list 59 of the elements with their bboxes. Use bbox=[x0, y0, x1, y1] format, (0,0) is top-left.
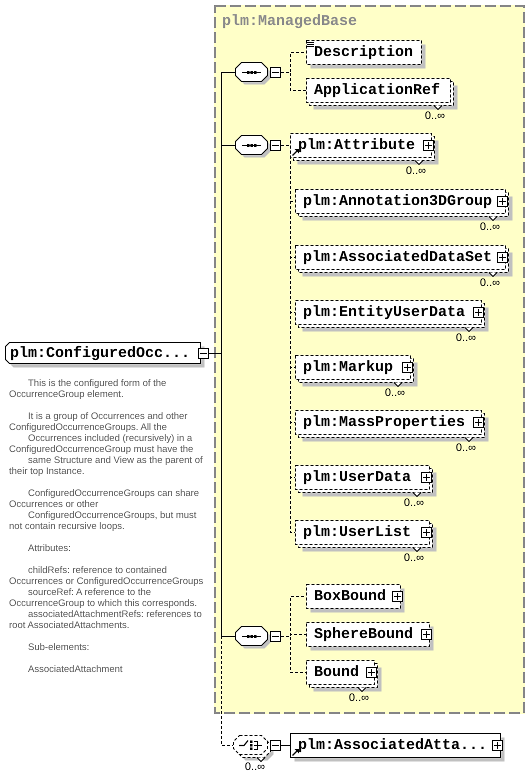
sequence-compositor bbox=[235, 626, 281, 651]
element-name: SphereBound bbox=[314, 627, 414, 642]
element-box bbox=[306, 584, 405, 613]
element-name: Description bbox=[314, 45, 414, 60]
element-name: plm:MassProperties bbox=[303, 415, 466, 430]
description-text: This is the configured form of the OccurrenceGroup element. bbox=[9, 378, 168, 400]
description-text: Attributes: bbox=[27, 543, 72, 554]
element-box bbox=[306, 78, 458, 110]
element-box bbox=[5, 342, 209, 368]
element-box bbox=[295, 189, 513, 221]
element-box bbox=[306, 40, 426, 69]
group-box bbox=[214, 5, 525, 714]
description-text: Sub-elements: bbox=[27, 642, 90, 653]
multiplicity-label: 0..∞ bbox=[480, 222, 500, 233]
element-name: plm:EntityUserData bbox=[303, 305, 466, 320]
sequence-compositor bbox=[235, 135, 281, 160]
description-text: It is a group of Occurrences and other ConfiguredOccurrenceGroups. All the bbox=[9, 411, 188, 433]
element-name: plm:AssociatedAtta... bbox=[298, 738, 488, 753]
group-title: plm:ManagedBase bbox=[222, 14, 358, 29]
multiplicity-label: 0..∞ bbox=[404, 553, 424, 564]
element-name: plm:UserData bbox=[303, 470, 412, 485]
multiplicity-label: 0..∞ bbox=[384, 388, 405, 399]
multiplicity-label: 0..∞ bbox=[480, 278, 500, 289]
description-text: associatedAttachmentRefs: references to root AssociatedAttachments. bbox=[9, 609, 203, 631]
element-name: plm:Markup bbox=[303, 360, 394, 375]
element-name: plm:Annotation3DGroup bbox=[303, 194, 492, 209]
element-box bbox=[295, 355, 418, 387]
description-text: ConfiguredOccurrenceGroups can share Occurrences or other bbox=[9, 488, 200, 510]
element-name: plm:AssociatedDataSet bbox=[303, 250, 492, 265]
element-name: Bound bbox=[314, 665, 360, 680]
element-name: ApplicationRef bbox=[314, 83, 440, 98]
element-name: BoxBound bbox=[314, 589, 386, 604]
connector-line bbox=[280, 745, 290, 746]
multiplicity-label: 0..∞ bbox=[404, 498, 424, 509]
element-box bbox=[295, 245, 513, 277]
element-box bbox=[295, 465, 437, 497]
element-box bbox=[306, 622, 434, 651]
element-box bbox=[306, 660, 382, 692]
element-box bbox=[290, 133, 439, 165]
element-name: plm:Attribute bbox=[298, 138, 416, 153]
multiplicity-label: 0..∞ bbox=[456, 333, 476, 344]
sequence-compositor bbox=[235, 62, 281, 87]
description-text: same Structure and View as the parent of their top Instance. bbox=[9, 455, 204, 477]
element-name: plm:UserList bbox=[303, 525, 412, 540]
multiplicity-label: 0..∞ bbox=[424, 111, 445, 122]
element-box bbox=[295, 300, 489, 332]
description-text: AssociatedAttachment bbox=[27, 664, 124, 675]
connector-line bbox=[280, 72, 306, 91]
multiplicity-label: 0..∞ bbox=[348, 693, 369, 704]
description-text: sourceRef: A reference to the OccurrenceGroup to which this corresponds. bbox=[9, 587, 198, 609]
multiplicity-label: 0..∞ bbox=[456, 443, 476, 454]
multiplicity-label: 0..∞ bbox=[244, 762, 265, 773]
element-box bbox=[290, 733, 505, 762]
connector-line bbox=[280, 636, 306, 673]
element-name: plm:ConfiguredOcc... bbox=[10, 346, 190, 360]
description-text: ConfiguredOccurrenceGroups, but must not contain recursive loops. bbox=[9, 510, 198, 532]
element-box bbox=[295, 520, 437, 552]
multiplicity-label: 0..∞ bbox=[406, 166, 426, 177]
element-box bbox=[295, 410, 489, 442]
